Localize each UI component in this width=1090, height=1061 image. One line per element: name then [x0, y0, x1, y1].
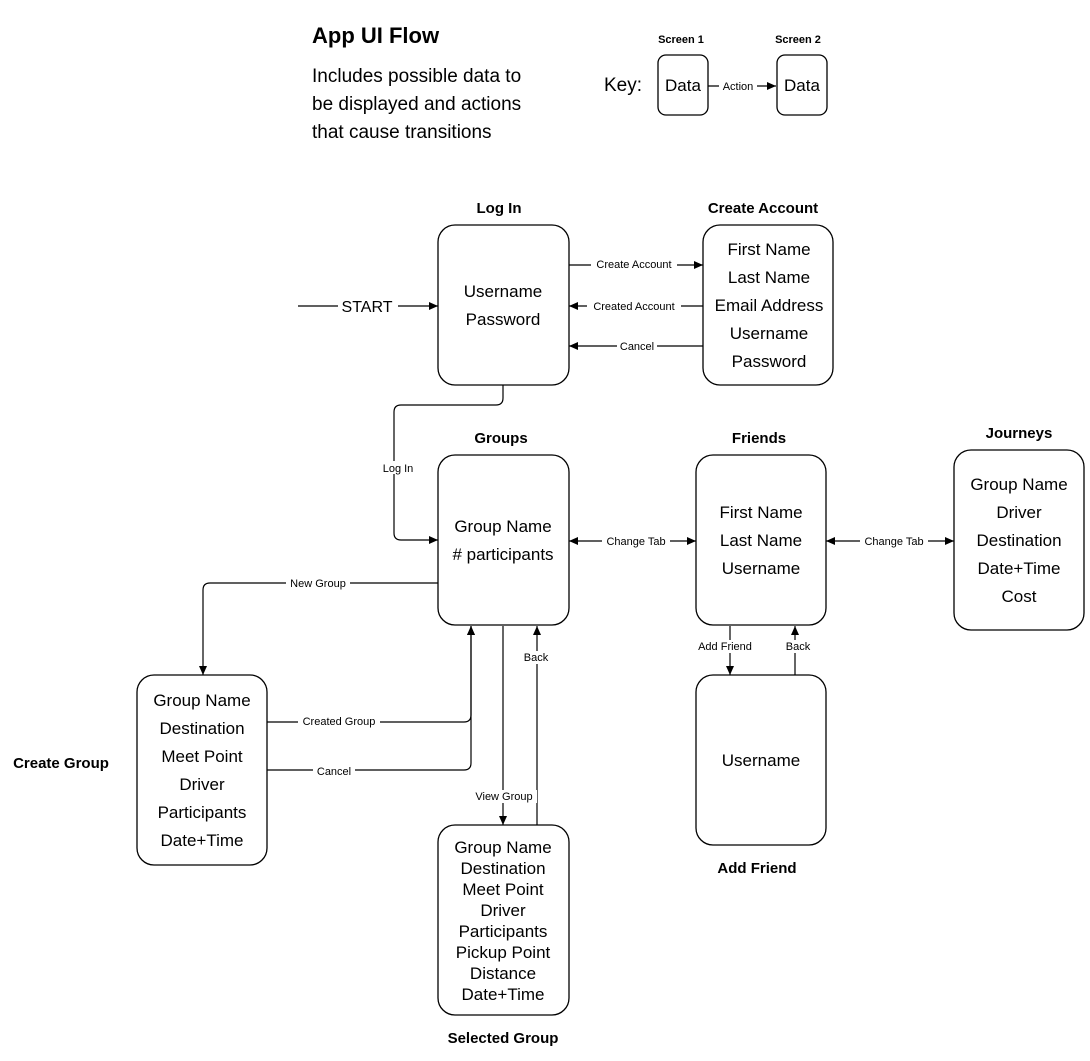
add-friend-box [695, 674, 827, 846]
login-title: Log In [477, 200, 522, 217]
selected-group-field: Pickup Point [456, 943, 551, 962]
selected-group-box [437, 824, 570, 1016]
create-group-field: Group Name [153, 691, 250, 710]
subtitle-line-2: be displayed and actions [312, 94, 521, 115]
screen-create-group: Create Group Group Name Destination Meet… [13, 674, 268, 866]
key-action-label: Action [723, 81, 754, 93]
selected-group-field: Date+Time [462, 985, 545, 1004]
label-back-group: Back [524, 652, 549, 664]
edges [199, 261, 954, 825]
journeys-field: Driver [996, 503, 1042, 522]
groups-box [437, 454, 570, 626]
login-field: Username [464, 282, 542, 301]
label-add-friend: Add Friend [698, 641, 752, 653]
friends-field: First Name [719, 503, 802, 522]
create-account-field: Last Name [728, 268, 810, 287]
login-box [437, 224, 570, 386]
friends-field: Last Name [720, 531, 802, 550]
subtitle-line-1: Includes possible data to [312, 66, 521, 87]
screen-friends: Friends First Name Last Name Username [695, 430, 827, 626]
journeys-field: Cost [1002, 587, 1037, 606]
selected-group-field: Driver [480, 901, 526, 920]
add-friend-title: Add Friend [717, 860, 796, 877]
label-change-tab-1: Change Tab [606, 536, 665, 548]
key-box-1-text: Data [665, 76, 701, 95]
login-field: Password [466, 310, 541, 329]
create-group-box [136, 674, 268, 866]
selected-group-field: Meet Point [462, 880, 544, 899]
key-screen2-title: Screen 2 [775, 34, 821, 46]
journeys-box [953, 449, 1085, 631]
create-account-field: Password [732, 352, 807, 371]
edge-cancel-group [267, 626, 475, 771]
label-cancel-group: Cancel [317, 766, 351, 778]
label-back-friend: Back [786, 641, 811, 653]
label-new-group: New Group [290, 578, 346, 590]
create-group-title: Create Group [13, 755, 109, 772]
journeys-field: Date+Time [978, 559, 1061, 578]
screen-groups: Groups Group Name # participants [437, 430, 570, 626]
key-box-2 [776, 54, 828, 116]
key-screen1-title: Screen 1 [658, 34, 704, 46]
label-create-account: Create Account [596, 259, 671, 271]
key-label: Key: [604, 75, 642, 96]
journeys-title: Journeys [986, 425, 1053, 442]
key-box-1 [657, 54, 709, 116]
screen-login: Log In Username Password [437, 200, 570, 386]
selected-group-field: Participants [459, 922, 548, 941]
friends-title: Friends [732, 430, 786, 447]
label-created-account: Created Account [593, 301, 674, 313]
screen-selected-group: Group Name Destination Meet Point Driver… [437, 824, 570, 1047]
create-account-box [702, 224, 834, 386]
edge-new-group [199, 582, 438, 675]
selected-group-field: Destination [460, 859, 545, 878]
create-account-field: Email Address [715, 296, 824, 315]
edge-labels: START Create Account Created Account Can… [286, 258, 928, 803]
add-friend-field: Username [722, 751, 800, 770]
label-view-group: View Group [475, 791, 532, 803]
diagram-title: App UI Flow [312, 23, 440, 48]
label-change-tab-2: Change Tab [864, 536, 923, 548]
journeys-field: Destination [976, 531, 1061, 550]
selected-group-field: Group Name [454, 838, 551, 857]
edge-log-in [393, 385, 504, 544]
groups-field: # participants [452, 545, 553, 564]
groups-title: Groups [474, 430, 527, 447]
friends-box [695, 454, 827, 626]
selected-group-field: Distance [470, 964, 536, 983]
subtitle-line-3: that cause transitions [312, 122, 492, 143]
label-created-group: Created Group [303, 716, 376, 728]
screen-journeys: Journeys Group Name Driver Destination D… [953, 425, 1085, 631]
screen-add-friend: Username Add Friend [695, 674, 827, 877]
create-account-field: Username [730, 324, 808, 343]
create-group-field: Driver [179, 775, 225, 794]
create-group-field: Date+Time [161, 831, 244, 850]
create-account-title: Create Account [708, 200, 818, 217]
groups-field: Group Name [454, 517, 551, 536]
friends-field: Username [722, 559, 800, 578]
label-log-in: Log In [383, 463, 414, 475]
label-cancel-account: Cancel [620, 341, 654, 353]
create-group-field: Destination [159, 719, 244, 738]
key-legend: Key: Screen 1 Screen 2 Data Data Action [604, 34, 828, 116]
journeys-field: Group Name [970, 475, 1067, 494]
create-group-field: Participants [158, 803, 247, 822]
screen-create-account: Create Account First Name Last Name Emai… [702, 200, 834, 386]
create-group-field: Meet Point [161, 747, 243, 766]
selected-group-title: Selected Group [448, 1030, 559, 1047]
create-account-field: First Name [727, 240, 810, 259]
key-box-2-text: Data [784, 76, 820, 95]
start-label: START [342, 299, 393, 316]
edge-created-group [267, 626, 475, 723]
